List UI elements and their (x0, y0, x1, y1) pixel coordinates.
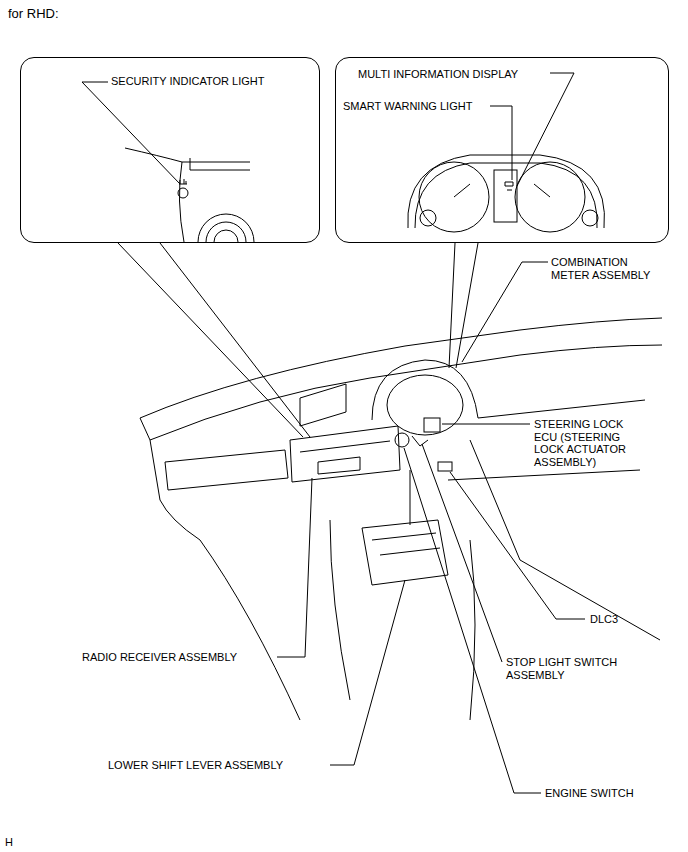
panel-slot (190, 158, 250, 170)
meter-detail (408, 73, 605, 232)
part-label: SMART WARNING LIGHT (343, 100, 472, 113)
pointer-line (118, 243, 310, 437)
callout-pointer (118, 243, 478, 437)
dlc3 (438, 462, 452, 471)
leader-line (277, 478, 312, 657)
steering-hub (387, 375, 463, 435)
needle (534, 184, 550, 197)
title: for RHD: (8, 6, 59, 21)
engine-switch (395, 433, 409, 447)
small-gauge (582, 210, 598, 226)
meter-inner (415, 163, 597, 228)
leader-line (490, 106, 512, 180)
leader-line (404, 448, 541, 793)
knob (198, 214, 254, 242)
part-label: RADIO RECEIVER ASSEMBLY (82, 651, 237, 664)
callout-box: SECURITY INDICATOR LIGHT (20, 57, 320, 243)
part-label: DLC3 (590, 613, 618, 626)
part-label: LOWER SHIFT LEVER ASSEMBLY (108, 759, 283, 772)
leader-line (82, 82, 180, 184)
part-label: MULTI INFORMATION DISPLAY (358, 68, 518, 81)
part-label: SECURITY INDICATOR LIGHT (111, 75, 264, 88)
pointer-line (449, 243, 478, 368)
gauge (419, 162, 489, 232)
part-label: STEERING LOCK ECU (STEERING LOCK ACTUATO… (534, 418, 638, 468)
part-label: H (5, 836, 13, 849)
screen (300, 384, 346, 426)
dash-right (448, 400, 660, 640)
radio (290, 426, 400, 482)
part-label: STOP LIGHT SWITCH ASSEMBLY (506, 656, 631, 681)
gauge (515, 162, 585, 232)
shift-assembly (362, 520, 448, 585)
seat-edge (200, 540, 300, 720)
leader-line (450, 472, 585, 619)
display (494, 170, 517, 222)
dash-left (140, 418, 200, 540)
part-label: ENGINE SWITCH (545, 787, 634, 800)
dash-top (140, 318, 662, 418)
panel-edge (125, 148, 250, 162)
panel-curve (179, 162, 184, 242)
callout-box: MULTI INFORMATION DISPLAY SMART WARNING L… (335, 57, 669, 243)
vent (165, 450, 288, 490)
stop-light-switch (412, 436, 428, 446)
radio-detail (300, 441, 390, 474)
security-symbol (179, 179, 187, 184)
small-gauge (420, 210, 436, 226)
steering-lock (424, 418, 440, 432)
leader-line (442, 424, 530, 425)
leader-lines (277, 262, 585, 793)
console-detail (82, 82, 254, 242)
leader-line (517, 73, 574, 186)
console (330, 520, 475, 720)
warning-symbol (505, 182, 513, 190)
part-label: COMBINATION METER ASSEMBLY (551, 256, 657, 281)
leader-line (330, 580, 405, 765)
needle (454, 184, 470, 197)
indicator-light (178, 188, 188, 198)
leader-line (462, 262, 548, 362)
shift-lever (410, 470, 411, 525)
